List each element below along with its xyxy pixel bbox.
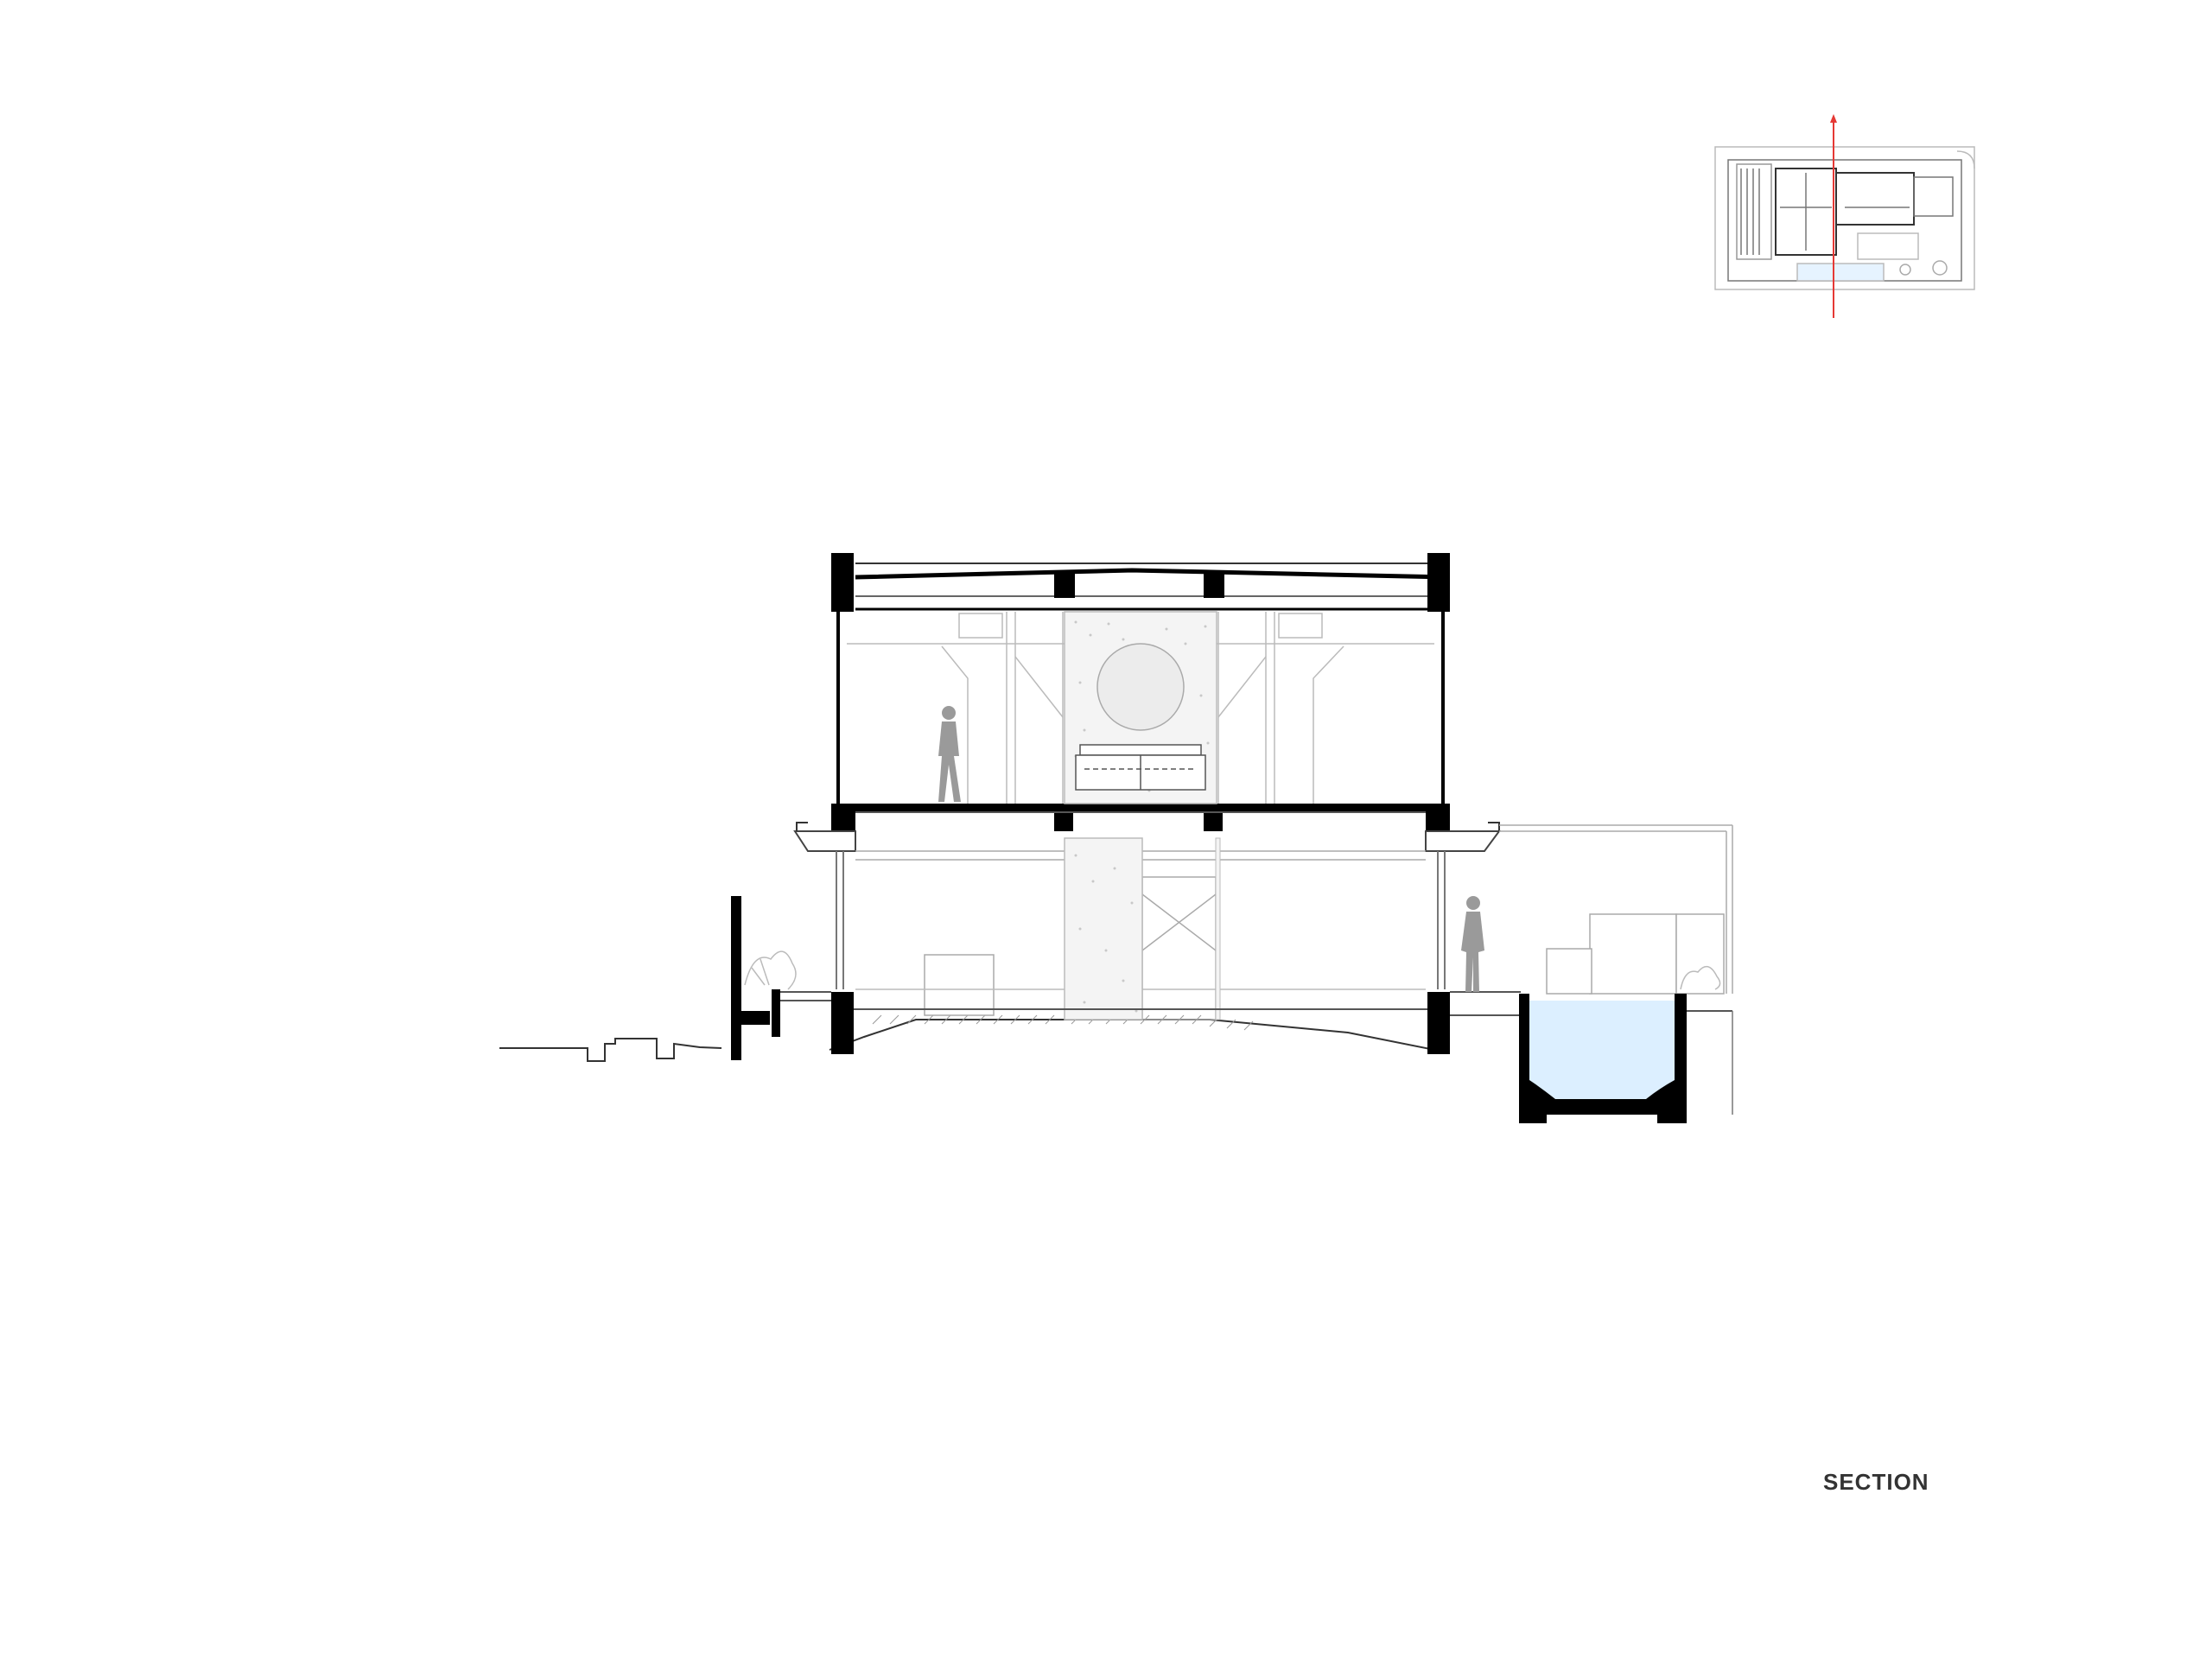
right-shrub <box>1680 965 1721 990</box>
section-title: SECTION <box>1823 1469 1929 1495</box>
upper-walls <box>836 609 1445 808</box>
balconies <box>793 830 1501 852</box>
arrow-icon <box>1830 114 1837 123</box>
section-cut-marker <box>1830 114 1837 318</box>
balcony-rails <box>796 822 1500 831</box>
sofa <box>1075 744 1206 791</box>
foundations <box>831 992 1450 1054</box>
upper-slab <box>831 804 1450 836</box>
ground-columns <box>836 851 1446 989</box>
key-plan <box>1714 146 1975 290</box>
retaining-wall <box>731 896 780 1060</box>
pool <box>1519 994 1733 1123</box>
exterior-volumes <box>1546 913 1725 995</box>
left-shrub <box>744 950 797 990</box>
person-silhouette-icon <box>938 706 961 802</box>
roof <box>855 563 1448 611</box>
stone-wall-lower <box>1064 837 1221 1020</box>
terrace-decks <box>780 991 1521 1016</box>
ground-hatch <box>872 1014 1254 1031</box>
roof-beams <box>831 553 1450 612</box>
terrain <box>499 1014 1521 1062</box>
stone-texture-lower <box>1074 854 1138 1013</box>
upper-interior <box>847 612 1434 804</box>
person-silhouette-icon <box>1461 896 1484 992</box>
